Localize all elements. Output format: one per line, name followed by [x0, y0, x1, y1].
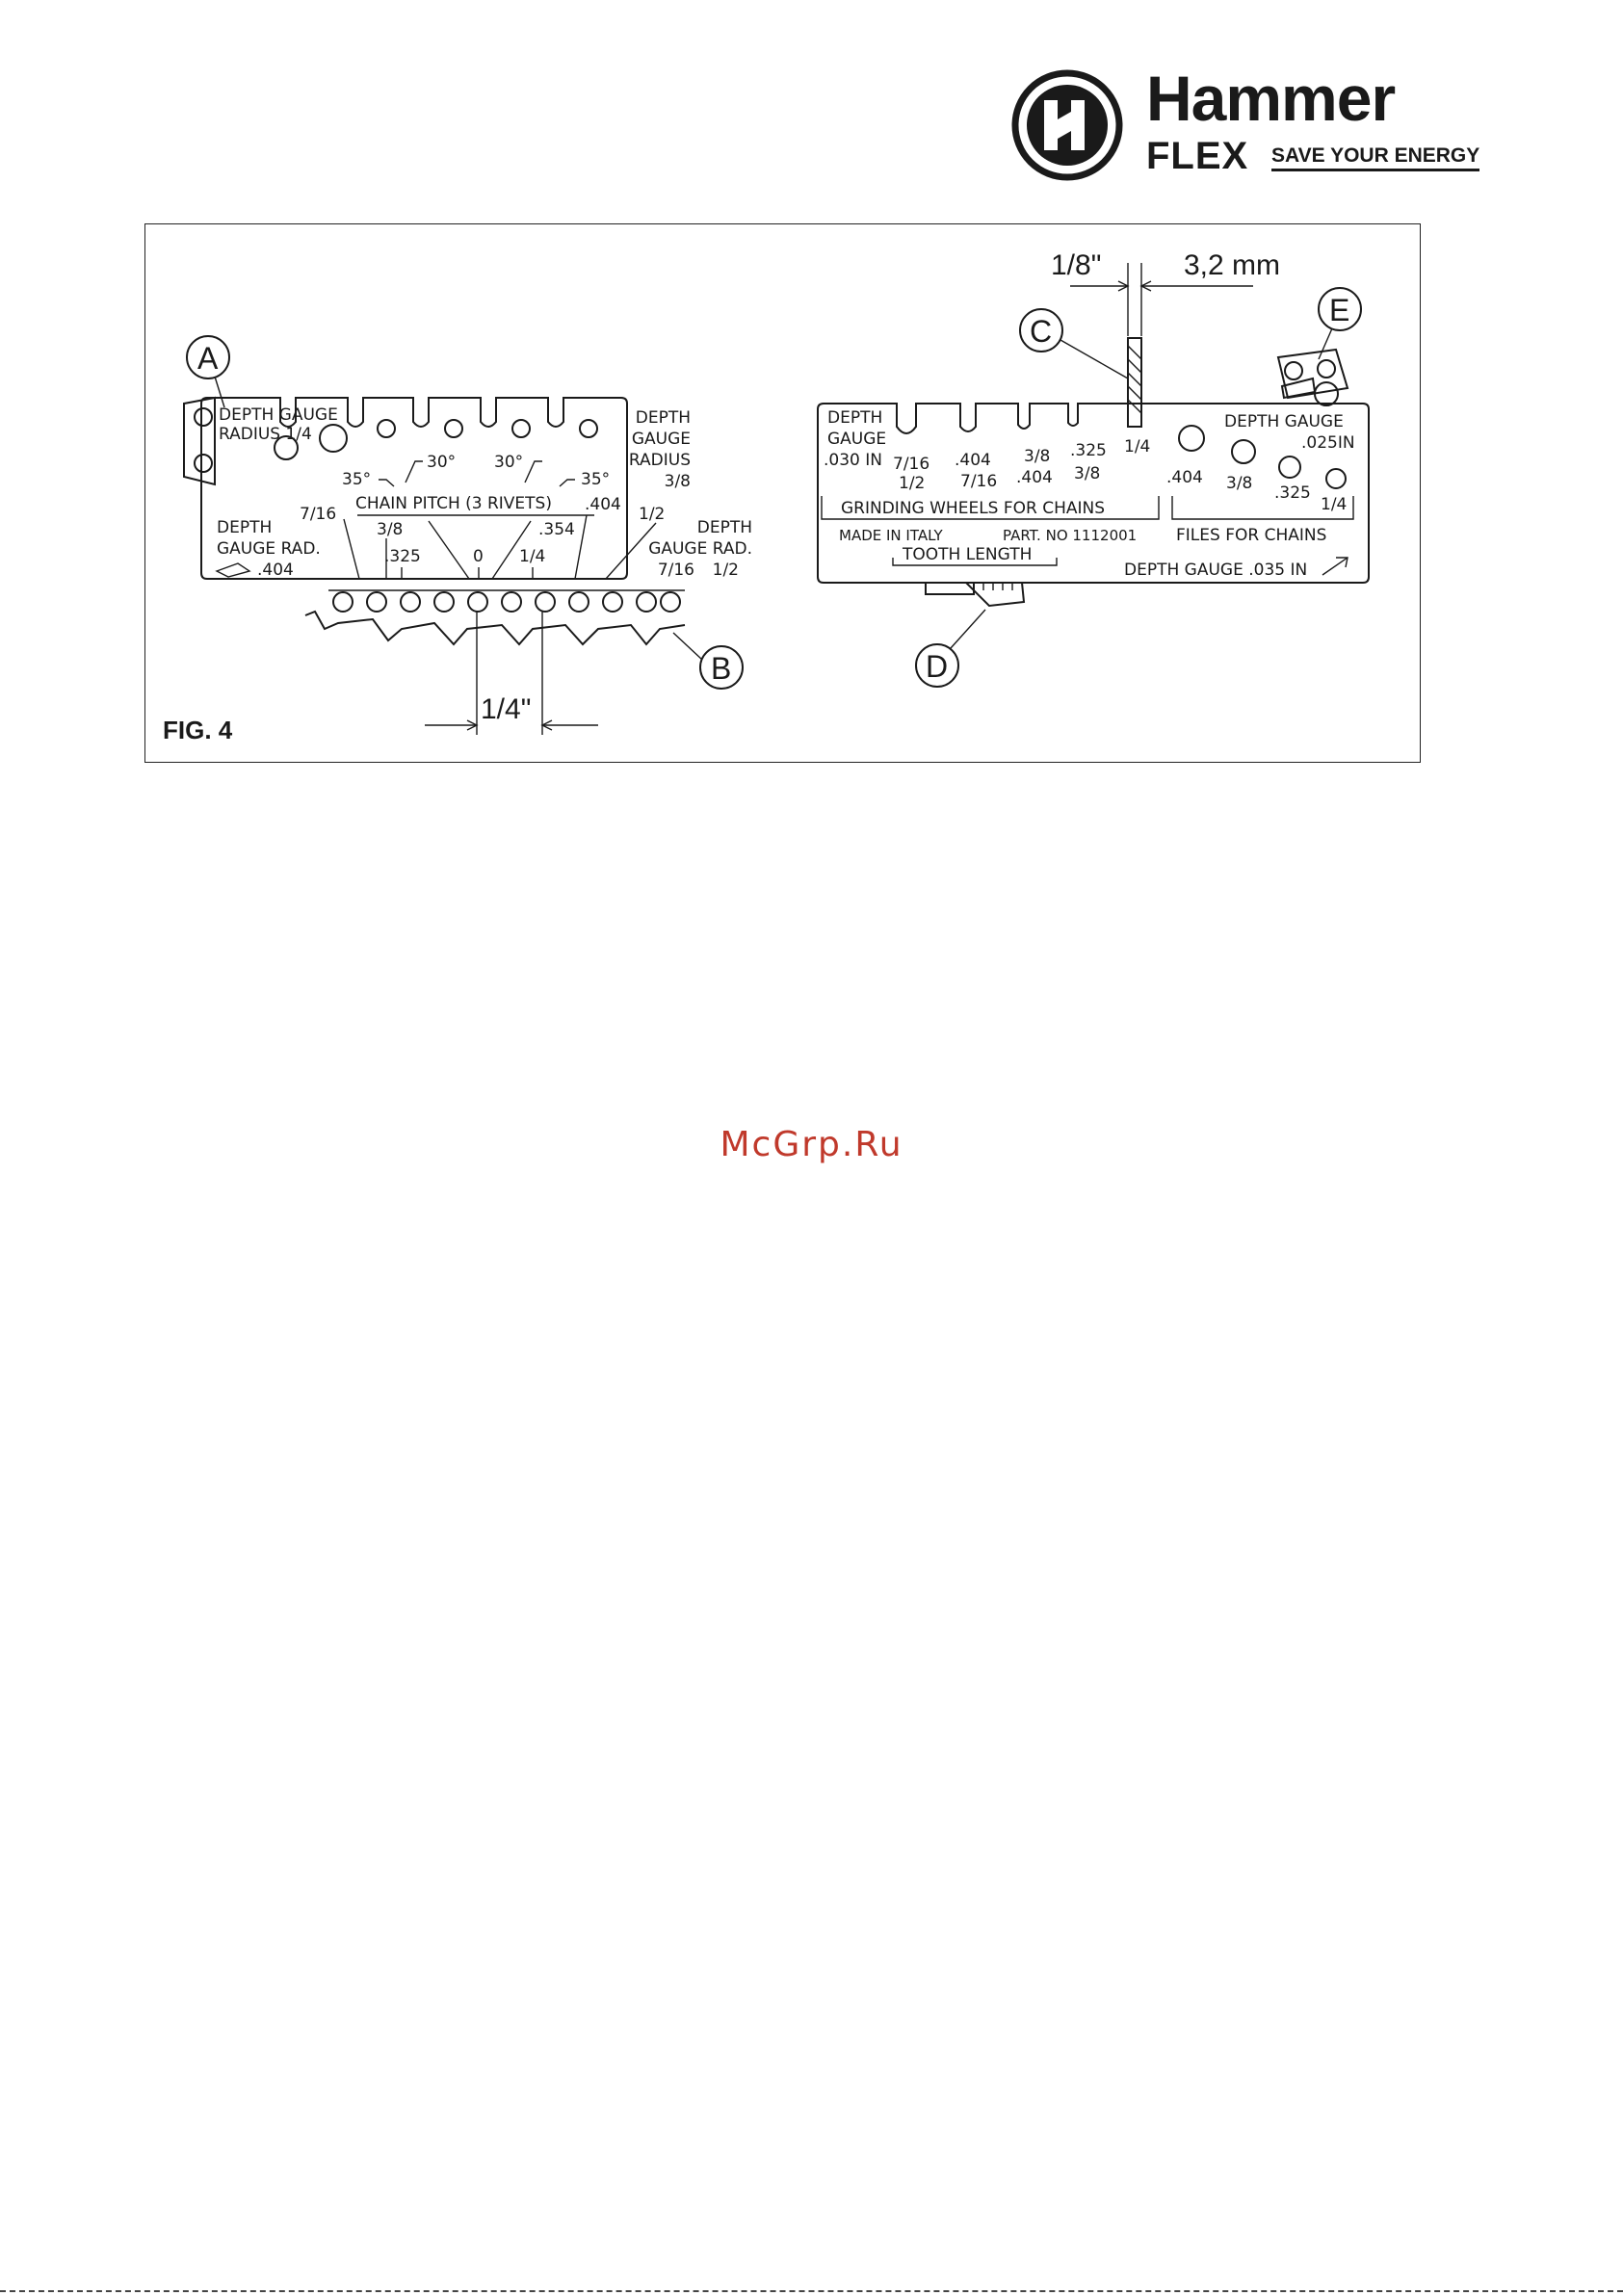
rt-dimension-mm: 3,2 mm: [1184, 249, 1280, 281]
file-c: [1127, 337, 1142, 428]
rt-depth-gauge-left-2: GAUGE: [827, 430, 886, 449]
lt-angle-30-left: 30°: [427, 453, 456, 472]
lt-bottom-right-2: GAUGE RAD.: [648, 539, 752, 559]
right-gauge-tool: [817, 403, 1370, 584]
watermark: McGrp.Ru: [720, 1125, 903, 1164]
lt-bottom-left-3: .404: [257, 561, 294, 580]
callout-circle-a: [186, 335, 230, 379]
brand-logo: Hammer FLEX SAVE YOUR ENERGY: [1011, 63, 1480, 181]
lt-angle-35-right: 35°: [581, 470, 610, 489]
rt-file-325: .325: [1274, 483, 1311, 503]
rt-grind-3-8-b: 3/8: [1074, 464, 1100, 483]
lt-chain-pitch: CHAIN PITCH (3 RIVETS): [355, 494, 552, 513]
rt-grinding-label: GRINDING WHEELS FOR CHAINS: [841, 499, 1105, 518]
rt-depth-gauge-right-1: DEPTH GAUGE: [1224, 412, 1344, 431]
figure-label: FIG. 4: [163, 716, 233, 744]
callout-d: D: [926, 649, 948, 684]
rt-files-label: FILES FOR CHAINS: [1176, 526, 1326, 545]
hammer-logo-icon: [1011, 69, 1123, 181]
chain-link-e: [1276, 348, 1349, 406]
lt-bottom-left-2: GAUGE RAD.: [217, 539, 321, 559]
callout-c: C: [1030, 314, 1052, 349]
rt-depth-gauge-right-2: .025IN: [1301, 433, 1355, 453]
rt-grind-7-16-a: 7/16: [893, 455, 929, 474]
rt-file-3-8: 3/8: [1226, 474, 1252, 493]
rt-grind-1-2: 1/2: [899, 474, 925, 493]
lt-top-left-1: DEPTH GAUGE: [219, 405, 338, 425]
callout-e: E: [1329, 293, 1349, 327]
rt-grind-404-b: .404: [1016, 468, 1053, 487]
lt-top-left-2: RADIUS 1/4: [219, 425, 312, 444]
callout-circle-b: [699, 645, 744, 690]
lt-pitch-dimension: 1/4": [481, 693, 531, 725]
chain-gauge-drawing: A DEPTH GAUGE RADIUS 1/4 DEPTH GAUGE RAD…: [183, 249, 1370, 735]
lt-pitch-7-16: 7/16: [300, 505, 336, 524]
lt-top-right-2: GAUGE: [632, 430, 691, 449]
rt-grind-3-8-a: 3/8: [1024, 447, 1050, 466]
lt-pitch-325: .325: [384, 547, 421, 566]
chain-link-a: [183, 396, 216, 486]
brand-name: Hammer: [1146, 63, 1396, 134]
rt-file-404: .404: [1166, 468, 1203, 487]
lt-bottom-left-1: DEPTH: [217, 518, 272, 537]
left-gauge-tool: [200, 397, 628, 580]
lt-top-right-4: 3/8: [665, 472, 691, 491]
saw-chain-b: [304, 589, 686, 646]
rt-made-in: MADE IN ITALY: [839, 527, 943, 544]
rt-depth-gauge-left-1: DEPTH: [827, 408, 882, 428]
lt-angle-30-right: 30°: [494, 453, 523, 472]
lt-pitch-1-2: 1/2: [639, 505, 665, 524]
callout-circle-d: [915, 643, 959, 688]
page-bottom-rule: [0, 2290, 1623, 2296]
lt-pitch-3-8: 3/8: [377, 520, 403, 539]
lt-pitch-1-4: 1/4: [519, 547, 545, 566]
rt-dimension-in: 1/8": [1051, 249, 1101, 281]
rt-tooth-length: TOOTH LENGTH: [902, 545, 1032, 564]
lt-bottom-right-4: 1/2: [713, 561, 739, 580]
rt-grind-325: .325: [1070, 441, 1107, 460]
figure-4-diagram: A DEPTH GAUGE RADIUS 1/4 DEPTH GAUGE RAD…: [144, 223, 1421, 763]
callout-circle-e: [1318, 287, 1362, 331]
lt-angle-35-left: 35°: [342, 470, 371, 489]
lt-pitch-0: 0: [473, 547, 484, 566]
lt-top-right-1: DEPTH: [636, 408, 691, 428]
rt-depth-gauge-bottom: DEPTH GAUGE .035 IN: [1124, 561, 1307, 580]
rt-grind-1-4: 1/4: [1124, 437, 1150, 457]
callout-a: A: [197, 341, 219, 376]
rt-file-1-4: 1/4: [1321, 495, 1347, 514]
rt-grind-404-a: .404: [955, 451, 991, 470]
lt-bottom-right-1: DEPTH: [697, 518, 752, 537]
tooth-length-slider-d: [925, 582, 1026, 608]
rt-grind-7-16-b: 7/16: [960, 472, 997, 491]
callout-b: B: [711, 651, 731, 686]
rt-depth-gauge-left-3: .030 IN: [824, 451, 882, 470]
lt-top-right-3: RADIUS: [629, 451, 691, 470]
lt-bottom-right-3: 7/16: [658, 561, 694, 580]
brand-tagline: SAVE YOUR ENERGY: [1271, 144, 1480, 171]
callout-circle-c: [1019, 308, 1063, 352]
rt-part-no: PART. NO 1112001: [1003, 527, 1137, 544]
brand-sub: FLEX: [1146, 135, 1249, 177]
lt-pitch-354: .354: [538, 520, 575, 539]
lt-pitch-404: .404: [585, 495, 621, 514]
